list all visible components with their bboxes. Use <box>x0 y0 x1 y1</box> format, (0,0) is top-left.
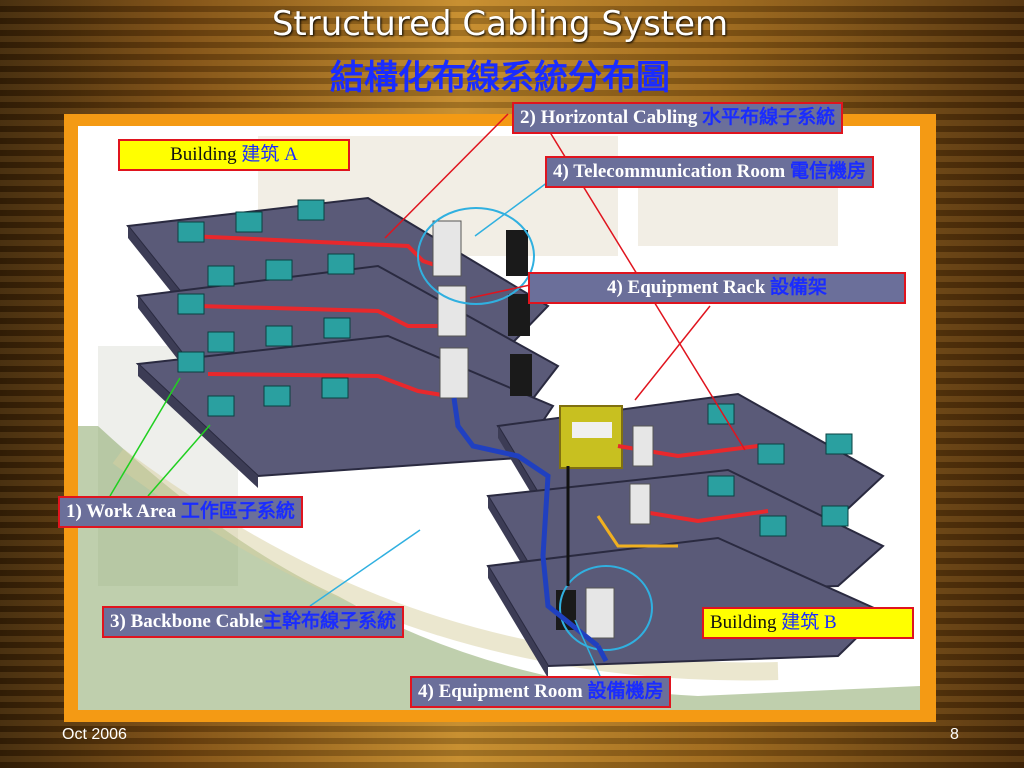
backbone-cable <box>451 397 600 648</box>
label-horizontal-cabling: 2) Horizontal Cabling 水平布線子系統 <box>512 102 844 134</box>
label-building-b: Building 建筑 B <box>702 607 914 639</box>
label-telecommunication-room: 4) Telecommunication Room 電信機房 <box>545 156 874 188</box>
slide-date: Oct 2006 <box>62 726 127 743</box>
building-a <box>126 196 560 488</box>
label-backbone-cable: 3) Backbone Cable主幹布線子系統 <box>102 606 405 638</box>
label-equipment-room: 4) Equipment Room 設備機房 <box>410 676 672 708</box>
workstation-icons <box>177 199 355 417</box>
slide-page-number: 8 <box>950 726 959 743</box>
ground-area <box>78 426 920 710</box>
rack-icon <box>510 354 532 396</box>
label-building-a: Building 建筑 A <box>118 139 350 171</box>
server-icon <box>439 347 469 399</box>
label-work-area: 1) Work Area 工作區子系統 <box>58 496 303 528</box>
label-equipment-rack: 4) Equipment Rack 設備架 <box>528 272 906 304</box>
rack-icon <box>506 230 528 276</box>
rack-icon <box>508 294 530 336</box>
slide-title-chinese: 結構化布線系統分布圖 <box>330 58 670 98</box>
slide-title: Structured Cabling System <box>271 4 729 44</box>
server-icon <box>432 220 462 277</box>
server-icon <box>585 587 615 639</box>
